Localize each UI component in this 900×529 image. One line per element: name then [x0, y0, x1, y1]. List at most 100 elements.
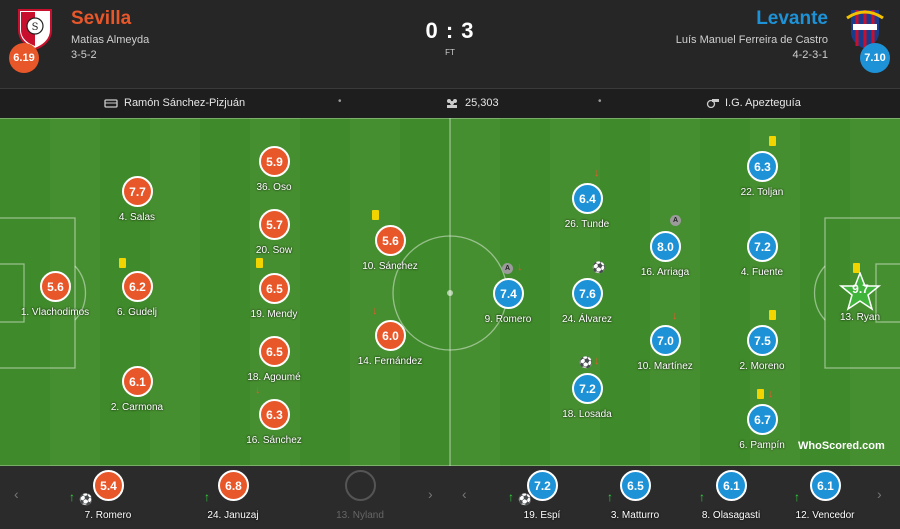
stadium-icon — [104, 99, 118, 108]
player-home[interactable]: 6.2 6. Gudelj — [87, 271, 187, 331]
chevron-left-icon[interactable]: ‹ — [14, 486, 19, 502]
player-name: 9. Romero — [484, 314, 532, 325]
pitch-markings — [0, 118, 900, 466]
chevron-right-icon[interactable]: › — [877, 486, 882, 502]
player-rating: 7.7 — [122, 176, 153, 207]
player-rating: 7.4 — [493, 278, 524, 309]
player-rating: 5.7 — [259, 209, 290, 240]
away-manager: Luís Manuel Ferreira de Castro — [675, 34, 828, 46]
player-rating: 8.0 — [650, 231, 681, 262]
player-name: 26. Tunde — [564, 219, 610, 230]
player-rating: 6.4 — [572, 183, 603, 214]
player-away[interactable]: 7.4 9. Romero — [458, 278, 558, 338]
player-rating: 6.5 — [259, 336, 290, 367]
player-name: 19. Mendy — [250, 309, 298, 320]
player-name: 36. Oso — [256, 182, 292, 193]
stadium-info: Ramón Sánchez-Pizjuán — [104, 97, 245, 109]
home-team-rating: 6.19 — [9, 43, 39, 73]
goal-ball-icon: ⚽ — [518, 494, 532, 506]
player-name: 13. Nyland — [336, 510, 384, 521]
own-goal-ball-icon: ⚽ — [79, 494, 93, 506]
player-name: 24. Januzaj — [207, 510, 259, 521]
away-team-name[interactable]: Levante — [756, 8, 828, 29]
player-name: 2. Moreno — [739, 361, 785, 372]
sub-player-away[interactable]: 6.1 12. Vencedor — [775, 466, 875, 526]
player-rating: 6.1 — [810, 470, 841, 501]
player-away[interactable]: 6.4 26. Tunde — [537, 183, 637, 243]
player-rating: 7.2 — [527, 470, 558, 501]
player-name: 6. Gudelj — [116, 307, 158, 318]
match-info-bar: Ramón Sánchez-Pizjuán • 25,303 • I.G. Ap… — [0, 88, 900, 118]
match-score: 0 : 3 — [425, 18, 475, 43]
player-rating: 6.5 — [259, 273, 290, 304]
captain-badge-icon: A — [502, 263, 513, 274]
player-name: 10. Sánchez — [362, 261, 418, 272]
man-of-the-match-star-icon — [839, 272, 881, 311]
player-rating: 6.2 — [122, 271, 153, 302]
sub-out-arrow-icon: ↓ — [594, 355, 600, 367]
player-rating: 6.5 — [620, 470, 651, 501]
goal-ball-icon: ⚽ — [592, 262, 606, 274]
player-motm[interactable]: 9.7 13. Ryan — [810, 272, 900, 336]
match-status: FT — [445, 48, 455, 57]
referee-info: I.G. Apezteguía — [706, 97, 801, 109]
sub-in-arrow-icon: ↑ — [699, 490, 705, 504]
player-name: 2. Carmona — [110, 402, 164, 413]
player-name: 16. Sánchez — [246, 435, 302, 446]
player-away[interactable]: 7.5 2. Moreno — [712, 325, 812, 385]
chevron-right-icon[interactable]: › — [428, 486, 433, 502]
levante-crest-icon — [846, 10, 884, 49]
player-rating: 7.5 — [747, 325, 778, 356]
player-home[interactable]: 5.6 1. Vlachodimos — [5, 271, 105, 331]
player-rating: 7.2 — [572, 373, 603, 404]
player-name: 1. Vlachodimos — [20, 307, 90, 318]
sub-out-arrow-icon: ↓ — [672, 310, 678, 322]
player-name: 20. Sow — [255, 245, 293, 256]
sub-in-arrow-icon: ↑ — [607, 490, 613, 504]
home-team-name[interactable]: Sevilla — [71, 8, 132, 29]
player-away[interactable]: 7.2 18. Losada — [537, 373, 637, 433]
player-rating: 5.6 — [40, 271, 71, 302]
player-home[interactable]: 6.3 16. Sánchez — [224, 399, 324, 459]
away-formation: 4-2-3-1 — [792, 49, 828, 61]
yellow-card-icon — [769, 310, 776, 320]
yellow-card-icon — [757, 389, 764, 399]
player-rating: 5.6 — [375, 225, 406, 256]
player-name: 3. Matturro — [610, 510, 660, 521]
player-rating: 6.3 — [259, 399, 290, 430]
player-home[interactable]: 6.5 19. Mendy — [224, 273, 324, 333]
sub-out-arrow-icon: ↓ — [255, 384, 261, 396]
player-name: 10. Martínez — [637, 361, 693, 372]
player-home[interactable]: 5.7 20. Sow — [224, 209, 324, 269]
sub-player-away[interactable]: 6.5 3. Matturro — [585, 466, 685, 526]
sub-in-arrow-icon: ↑ — [508, 490, 514, 504]
empty-rating-circle — [345, 470, 376, 501]
captain-badge-icon: A — [670, 215, 681, 226]
chevron-left-icon[interactable]: ‹ — [462, 486, 467, 502]
player-name: 12. Vencedor — [795, 510, 855, 521]
yellow-card-icon — [119, 258, 126, 268]
player-name: 13. Ryan — [839, 312, 881, 323]
attendance-value: 25,303 — [465, 97, 499, 109]
player-home[interactable]: 5.6 10. Sánchez — [340, 225, 440, 285]
player-name: 18. Losada — [562, 409, 612, 420]
sub-player-unused[interactable]: 13. Nyland — [310, 466, 410, 526]
yellow-card-icon — [372, 210, 379, 220]
home-manager: Matías Almeyda — [71, 34, 150, 46]
